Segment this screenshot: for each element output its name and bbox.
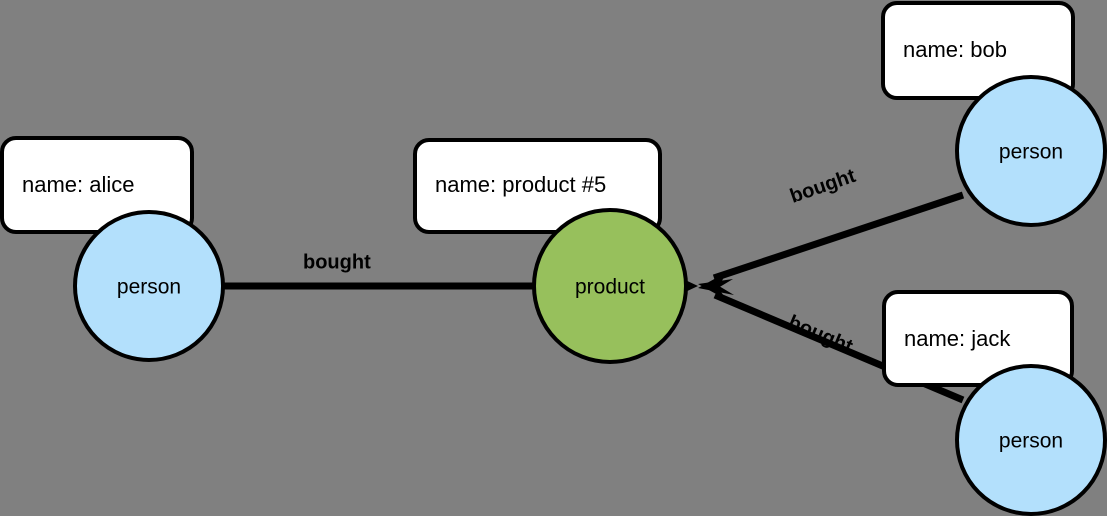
node-circle <box>955 364 1107 516</box>
property-box-text: name: bob <box>903 37 1007 62</box>
edge-label-bob-bought: bought <box>787 165 859 208</box>
nodes-layer: person product person person <box>73 75 1107 516</box>
property-box-text: name: alice <box>22 172 135 197</box>
node-circle <box>955 75 1107 227</box>
arrowhead-icon <box>698 272 734 295</box>
property-box-text: name: jack <box>904 326 1011 351</box>
node-product5[interactable]: product <box>532 208 688 364</box>
node-jack[interactable]: person <box>955 364 1107 516</box>
edge-label-alice-bought: bought <box>303 251 371 273</box>
property-box-text: name: product #5 <box>435 172 606 197</box>
property-box-bob[interactable]: name: bob <box>881 1 1075 100</box>
edge-line <box>712 191 965 282</box>
edge-label-jack-bought: bought <box>785 311 856 358</box>
node-alice[interactable]: person <box>73 210 225 362</box>
node-bob[interactable]: person <box>955 75 1107 227</box>
property-box-jack[interactable]: name: jack <box>882 290 1074 387</box>
node-circle <box>73 210 225 362</box>
node-label: product <box>575 276 645 299</box>
node-label: person <box>999 430 1063 453</box>
node-label: person <box>999 141 1063 164</box>
property-box-shape <box>882 290 1074 387</box>
node-label: person <box>117 276 181 299</box>
node-circle <box>532 208 688 364</box>
edge-bob-bought-product[interactable] <box>698 191 965 300</box>
